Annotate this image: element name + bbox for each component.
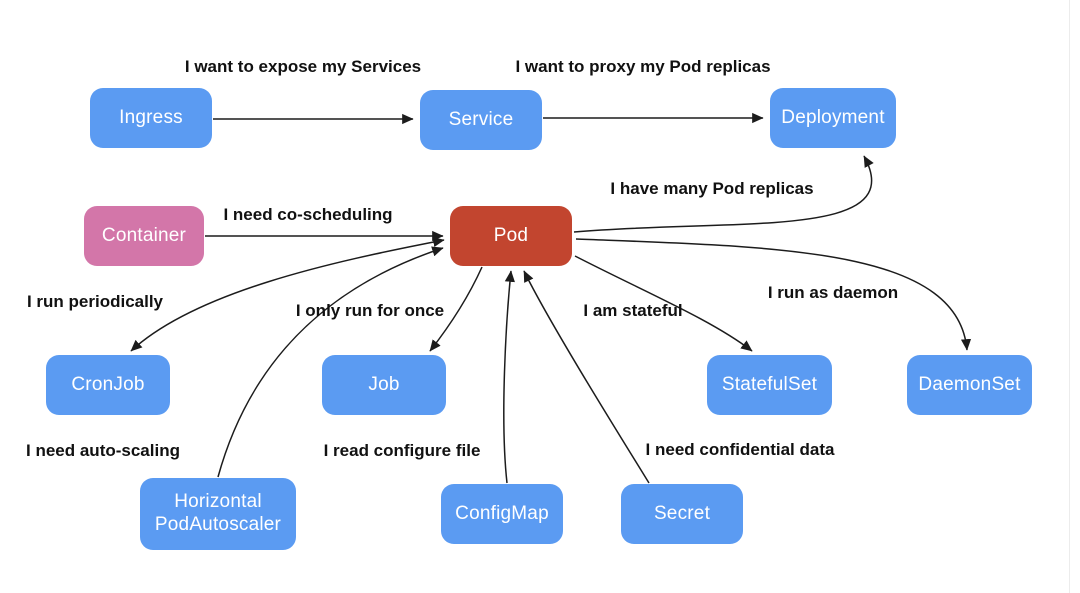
edge-cronjob-pod [130, 237, 445, 352]
node-pod: Pod [450, 206, 572, 266]
edge-label-expose-services: I want to expose my Services [184, 57, 422, 76]
edge-pod-statefulset [574, 255, 753, 352]
node-cronjob: CronJob [46, 355, 170, 415]
edge-label-many-replicas: I have many Pod replicas [610, 179, 814, 198]
node-job: Job [322, 355, 446, 415]
edge-label-run-as-daemon: I run as daemon [767, 283, 899, 302]
node-configmap: ConfigMap [441, 484, 563, 544]
edge-label-stateful: I am stateful [583, 301, 683, 320]
edge-secret-pod [523, 270, 650, 484]
node-daemonset: DaemonSet [907, 355, 1032, 415]
node-ingress: Ingress [90, 88, 212, 148]
edge-label-confidential-data: I need confidential data [645, 440, 835, 459]
edge-pod-daemonset [575, 238, 972, 351]
node-statefulset: StatefulSet [707, 355, 832, 415]
page-edge-line [1069, 0, 1070, 593]
edge-pod-deployment [573, 155, 874, 233]
node-service: Service [420, 90, 542, 150]
node-horizontal-pod-autoscaler: Horizontal PodAutoscaler [140, 478, 296, 550]
edge-label-run-periodically: I run periodically [26, 292, 164, 311]
edge-label-co-scheduling: I need co-scheduling [223, 205, 393, 224]
edge-pod-job [429, 266, 483, 352]
edge-label-proxy-replicas: I want to proxy my Pod replicas [515, 57, 771, 76]
node-container: Container [84, 206, 204, 266]
edge-hpa-pod [217, 246, 444, 478]
edge-label-auto-scaling: I need auto-scaling [26, 441, 180, 460]
edge-label-read-configure-file: I read configure file [323, 441, 481, 460]
edge-configmap-pod [503, 270, 515, 484]
edge-label-run-once: I only run for once [295, 301, 445, 320]
node-secret: Secret [621, 484, 743, 544]
node-deployment: Deployment [770, 88, 896, 148]
